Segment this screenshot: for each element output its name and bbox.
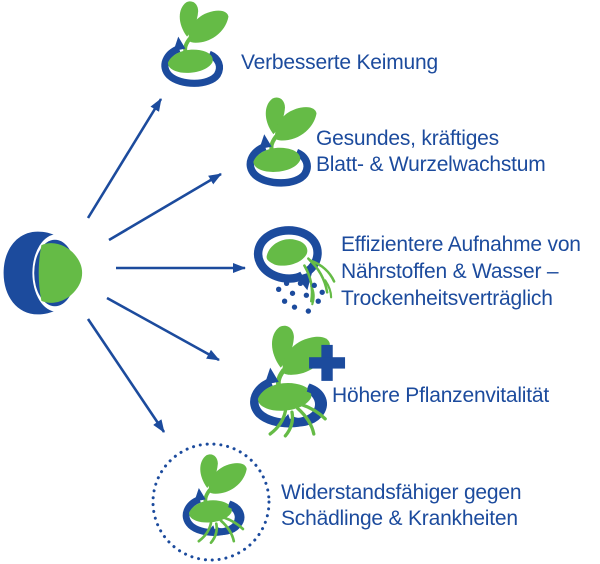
benefit-label-line: Schädlinge & Krankheiten	[281, 507, 518, 530]
benefit-label: Höhere Pflanzenvitalität	[332, 383, 549, 409]
benefit-label-line: Verbesserte Keimung	[241, 51, 438, 74]
benefit-label-line: Effizientere Aufnahme von	[341, 233, 581, 256]
benefit-item-uptake	[251, 225, 337, 319]
arrow-to-vitality	[106, 296, 220, 362]
benefit-item-germination	[151, 0, 231, 94]
arrow-to-growth	[108, 172, 222, 242]
plant-vitality-plus-icon	[238, 316, 346, 438]
benefit-label-line: Blatt- & Wurzelwachstum	[316, 153, 546, 176]
leaf-root-growth-icon	[236, 96, 319, 194]
arrow-to-germination	[86, 98, 163, 219]
benefit-label: Widerstandsfähiger gegen Schädlinge & Kr…	[281, 480, 522, 532]
nutrient-water-uptake-icon	[253, 226, 336, 314]
benefit-label-line: Nährstoffen & Wasser –	[341, 260, 559, 283]
arrow-to-resistance	[86, 318, 166, 433]
benefit-item-growth	[236, 96, 319, 194]
nutrient-dots	[275, 280, 325, 314]
benefit-label: Gesundes, kräftiges Blatt- & Wurzelwachs…	[316, 126, 546, 178]
benefit-item-resistance	[150, 441, 272, 563]
germination-sprout-icon	[151, 0, 231, 94]
protection-dotted-circle	[151, 442, 271, 562]
pest-disease-resistance-icon	[151, 442, 271, 562]
plus-icon	[309, 344, 346, 381]
benefit-label: Effizientere Aufnahme von Nährstoffen & …	[341, 231, 581, 312]
treated-seed-icon	[3, 228, 99, 318]
benefit-item-vitality	[238, 316, 346, 442]
benefit-label-line: Trockenheitsverträglich	[341, 287, 553, 310]
benefit-label-line: Widerstandsfähiger gegen	[281, 481, 522, 504]
benefit-label: Verbesserte Keimung	[241, 50, 438, 76]
benefit-label-line: Höhere Pflanzenvitalität	[332, 384, 549, 407]
benefit-label-line: Gesundes, kräftiges	[316, 127, 499, 150]
